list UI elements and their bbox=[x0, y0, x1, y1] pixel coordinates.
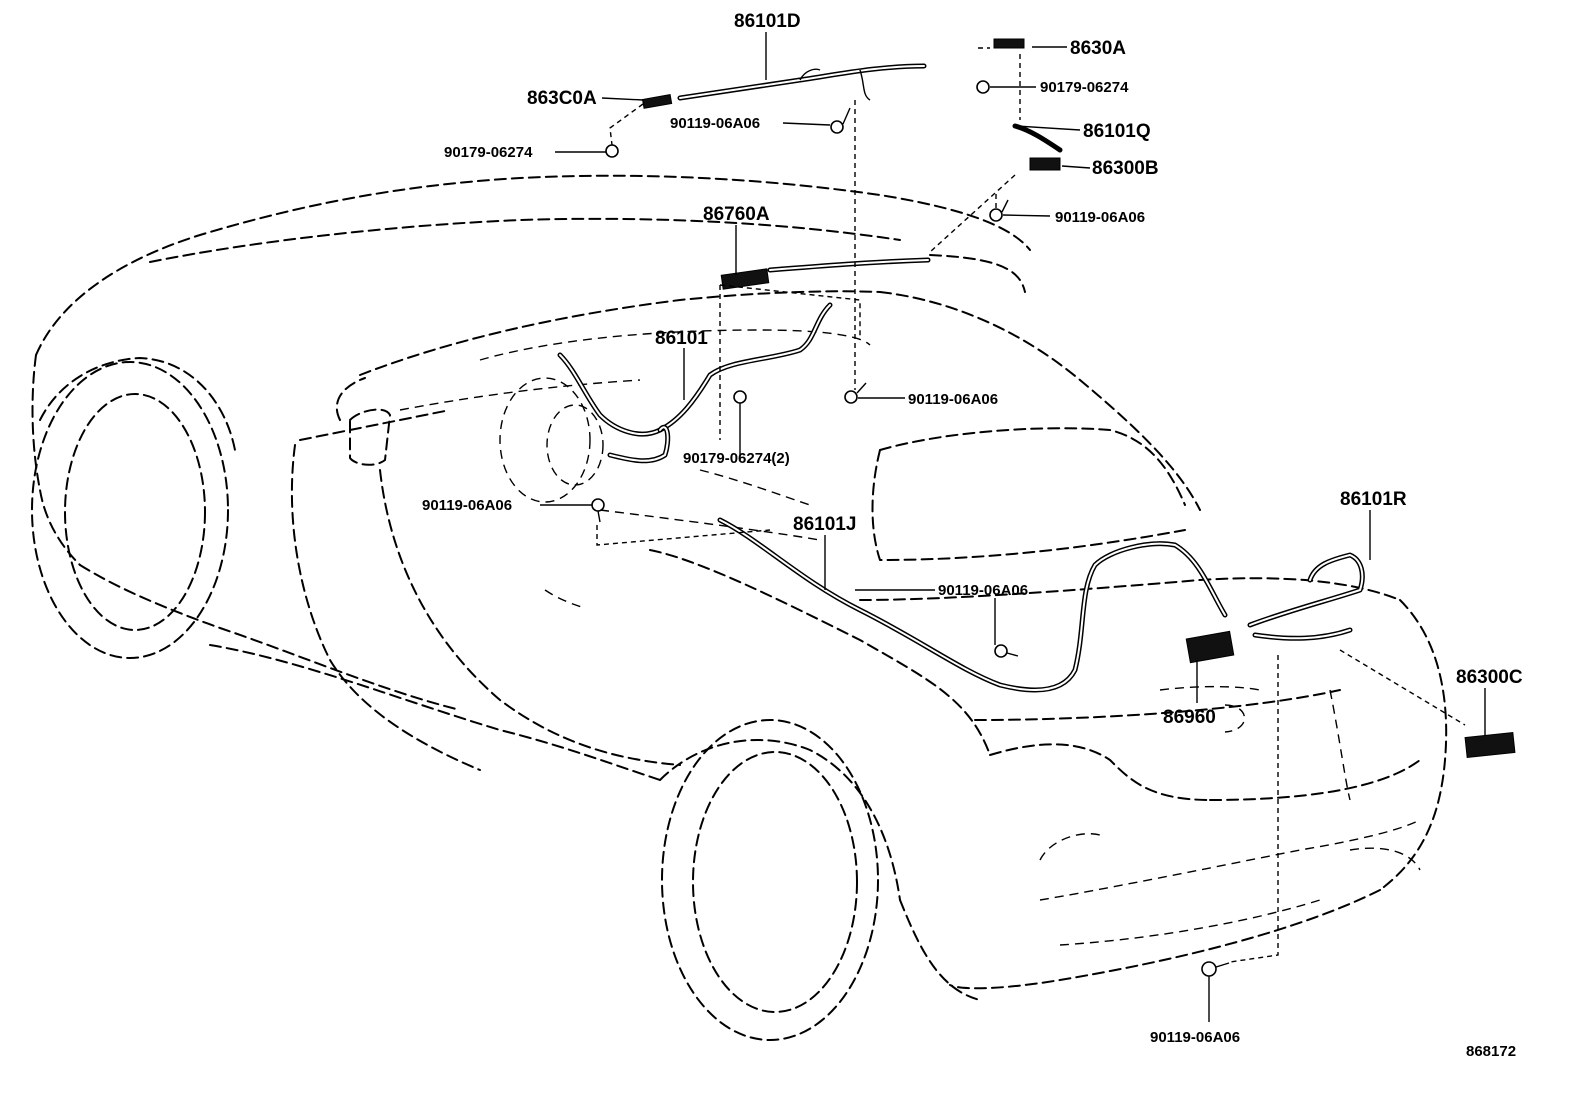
label-90179-06274-left: 90179-06274 bbox=[444, 144, 533, 161]
bolt-icon bbox=[591, 80, 1230, 977]
harness-86101D bbox=[677, 63, 927, 101]
label-86760A: 86760A bbox=[703, 204, 770, 225]
label-863C0A: 863C0A bbox=[527, 88, 597, 109]
label-8630A: 8630A bbox=[1070, 38, 1126, 59]
sensor-8630A bbox=[993, 38, 1025, 49]
label-90119-06A06-right: 90119-06A06 bbox=[1055, 209, 1145, 226]
harness-86101 bbox=[557, 302, 833, 464]
label-86101Q: 86101Q bbox=[1083, 121, 1151, 142]
sensor-86300C bbox=[1464, 731, 1516, 759]
label-86300C: 86300C bbox=[1456, 667, 1523, 688]
label-90119-06A06-bottom: 90119-06A06 bbox=[1150, 1029, 1240, 1046]
car-body-outline bbox=[31, 174, 1448, 1041]
label-90179-06274-top: 90179-06274 bbox=[1040, 79, 1129, 96]
part-labels: 86101D 8630A 863C0A 90179-06274 90119-06… bbox=[422, 11, 1523, 1060]
diagram-id: 868172 bbox=[1466, 1043, 1516, 1060]
label-90119-06A06-mid: 90119-06A06 bbox=[938, 582, 1028, 599]
label-90119-06A06-top: 90119-06A06 bbox=[670, 115, 760, 132]
sensor-86300B bbox=[1029, 157, 1061, 171]
label-86300B: 86300B bbox=[1092, 158, 1159, 179]
label-86101R: 86101R bbox=[1340, 489, 1407, 510]
label-90179-06274-2: 90179-06274(2) bbox=[683, 450, 790, 467]
label-86101: 86101 bbox=[655, 328, 708, 349]
harness-86101J bbox=[717, 517, 1228, 693]
harness-86101R bbox=[1247, 552, 1365, 641]
assembly-lead-lines bbox=[596, 47, 1466, 963]
label-86960: 86960 bbox=[1163, 707, 1216, 728]
harness-86760A bbox=[720, 257, 931, 290]
harness-86101Q bbox=[1012, 123, 1063, 153]
module-86960 bbox=[1185, 630, 1235, 664]
label-leaders bbox=[540, 32, 1486, 1022]
sensor-863C0A bbox=[641, 94, 673, 109]
label-90119-06A06-left: 90119-06A06 bbox=[422, 497, 512, 514]
label-90119-06A06-center: 90119-06A06 bbox=[908, 391, 998, 408]
label-86101D: 86101D bbox=[734, 11, 801, 32]
label-86101J: 86101J bbox=[793, 514, 856, 535]
